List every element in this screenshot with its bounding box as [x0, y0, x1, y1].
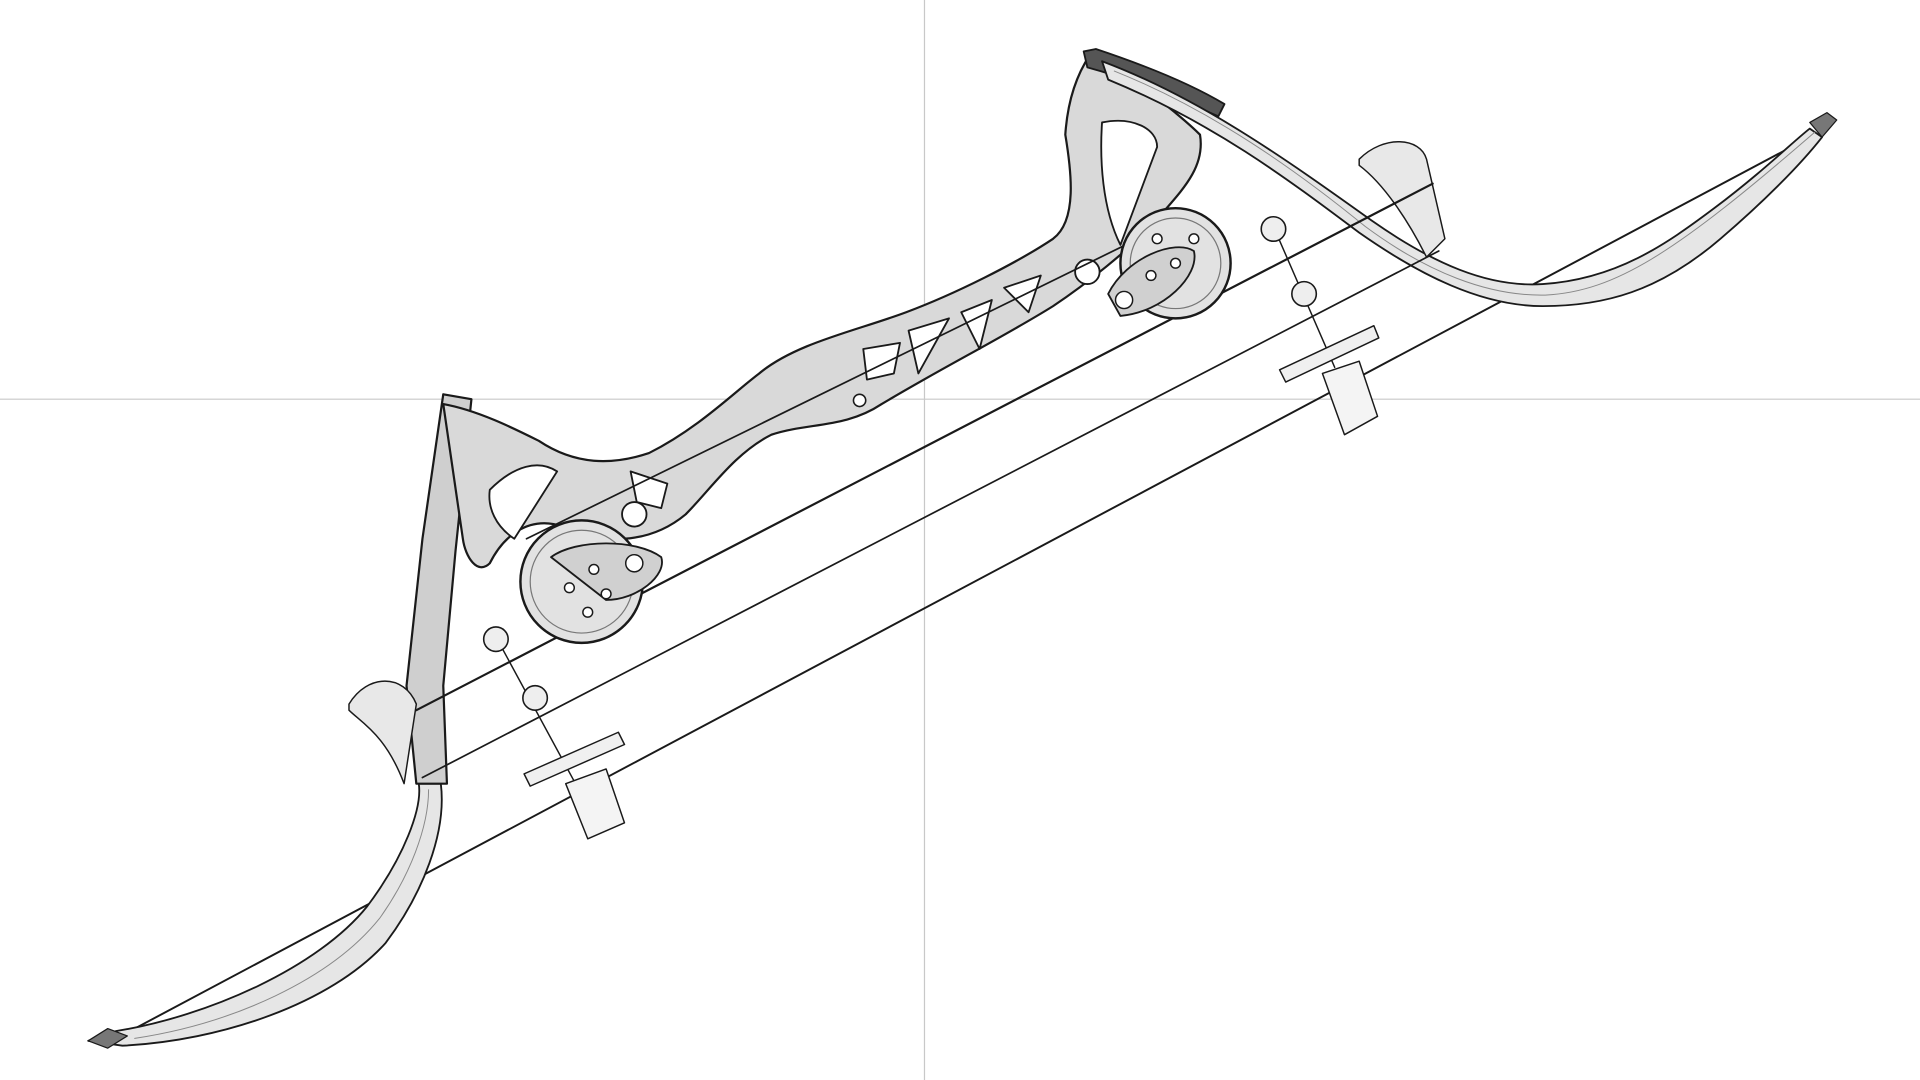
- riser-cutout: [862, 341, 901, 381]
- lower-limb-hatch: [134, 789, 430, 1039]
- riser-cutout: [1100, 120, 1159, 246]
- riser-hole: [852, 393, 867, 408]
- upper-cam: [1107, 206, 1232, 320]
- cable: [421, 250, 1440, 779]
- cable: [525, 219, 1177, 540]
- riser-cutout: [907, 317, 950, 375]
- riser-hole: [621, 501, 648, 528]
- lower-cable-guard-assembly: [482, 626, 626, 840]
- upper-cable-guard-assembly: [1260, 215, 1380, 436]
- upper-limb-hatch: [1113, 70, 1816, 296]
- lower-limb: [87, 782, 443, 1047]
- lower-limb-tip: [87, 1027, 128, 1049]
- compound-bow-model[interactable]: [87, 48, 1838, 1049]
- upper-limb: [1101, 60, 1823, 308]
- riser-cutout: [488, 464, 559, 540]
- upper-limb-tip: [1809, 112, 1838, 138]
- riser-cutout: [1003, 274, 1042, 314]
- riser-cutout: [629, 470, 669, 510]
- riser: [442, 54, 1202, 569]
- lower-cam: [519, 519, 663, 645]
- riser-cutout: [960, 299, 993, 350]
- lower-limb-mount: [348, 680, 418, 785]
